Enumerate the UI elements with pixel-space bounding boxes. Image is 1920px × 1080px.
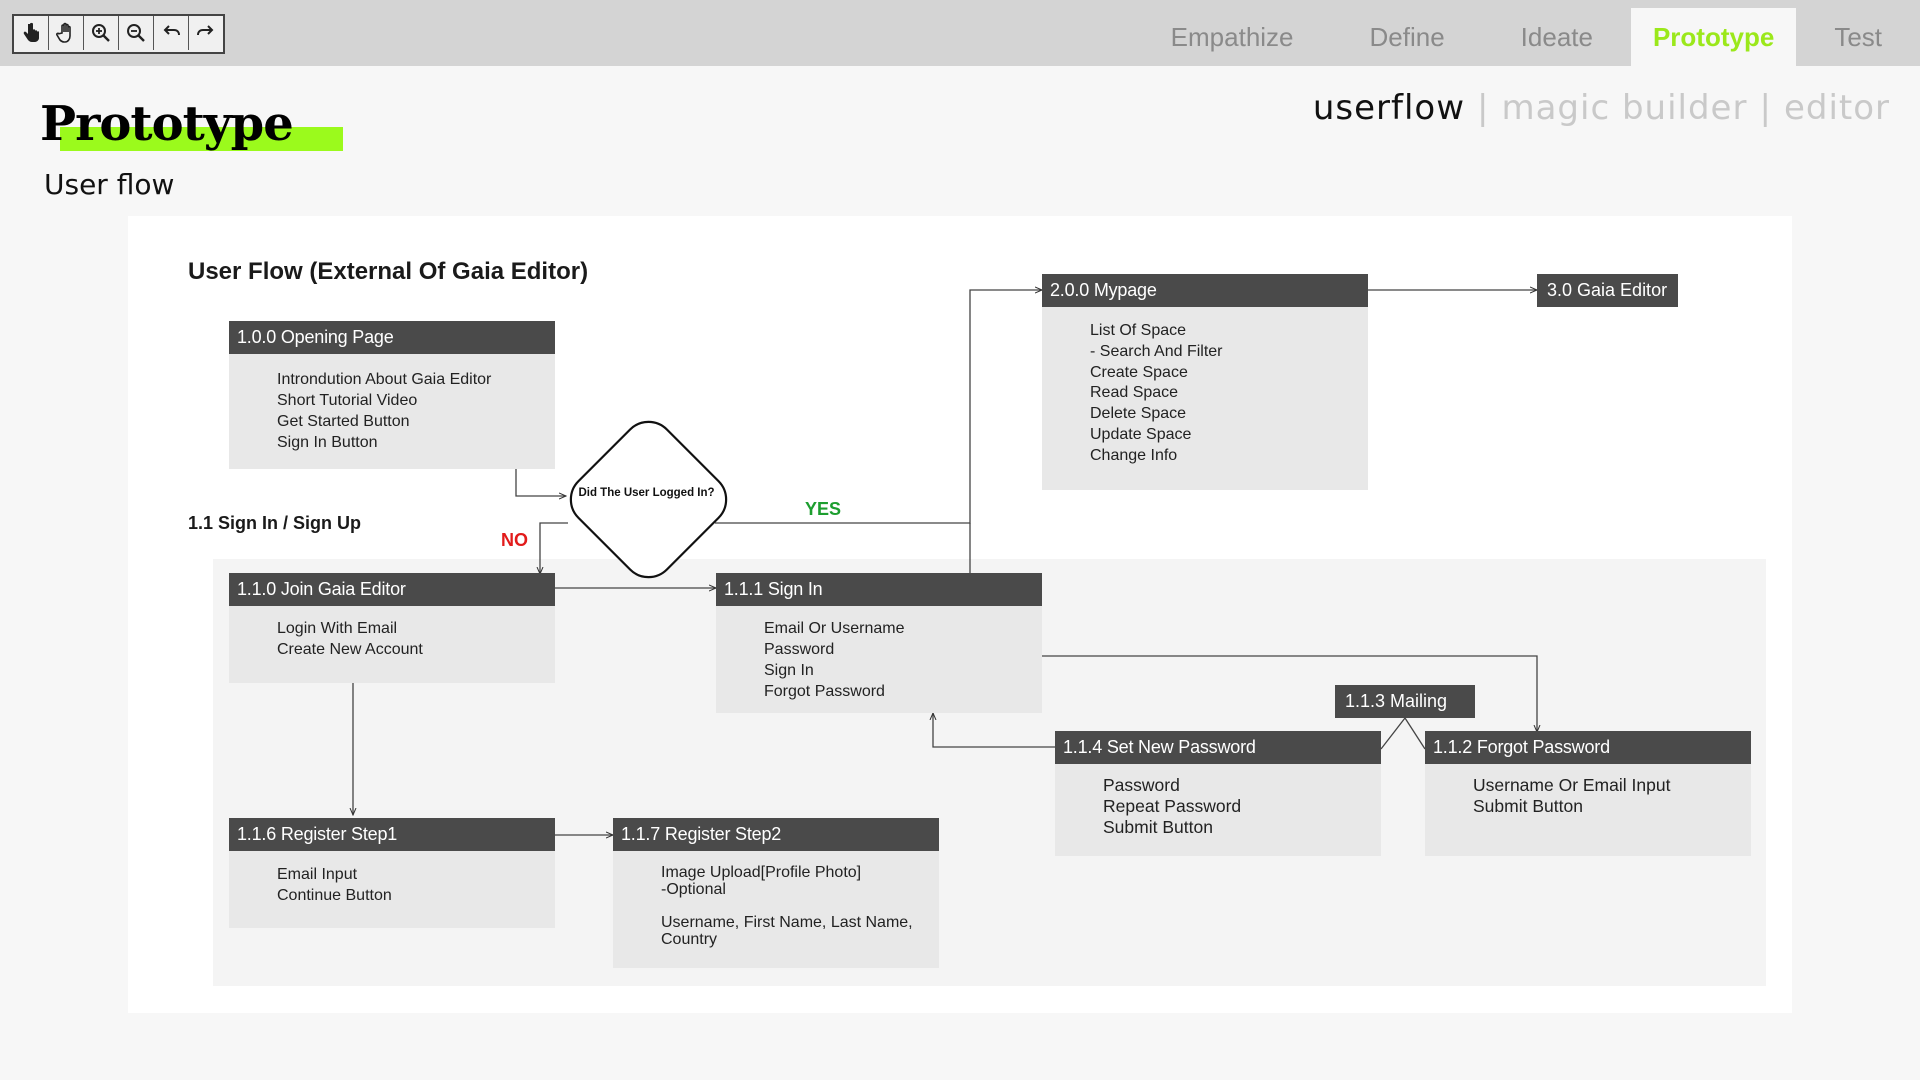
subnav-userflow[interactable]: userflow: [1312, 88, 1465, 128]
box-title: 1.1.0 Join Gaia Editor: [229, 573, 555, 606]
yes-label: YES: [805, 499, 842, 519]
box-item: Create New Account: [277, 641, 423, 658]
box-body: Username Or Email Input Submit Button: [1425, 764, 1751, 817]
box-opening-page: 1.0.0 Opening Page Introndution About Ga…: [229, 321, 555, 469]
toolbar: [12, 14, 225, 54]
box-item: Username, First Name, Last Name,: [661, 914, 913, 931]
undo-icon[interactable]: [154, 16, 189, 50]
box-item: Country: [661, 931, 718, 948]
box-item: - Search And Filter: [1090, 342, 1223, 360]
box-item: Create Space: [1090, 363, 1188, 381]
box-item: Login With Email: [277, 620, 398, 637]
box-item: List Of Space: [1090, 322, 1187, 339]
tab-empathize[interactable]: Empathize: [1170, 21, 1294, 52]
box-title: 1.1.1 Sign In: [716, 573, 1042, 606]
box-set-new-password: 1.1.4 Set New Password Password Repeat P…: [1055, 731, 1381, 856]
box-item: Get Started Button: [277, 413, 410, 430]
box-mailing: 1.1.3 Mailing: [1335, 685, 1475, 718]
box-item: Username Or Email Input: [1473, 775, 1671, 795]
box-join-gaia-editor: 1.1.0 Join Gaia Editor Login With Email …: [229, 573, 555, 683]
box-item: Forgot Password: [764, 683, 885, 700]
box-body: Introndution About Gaia Editor Short Tut…: [229, 354, 555, 453]
box-body: Login With Email Create New Account: [229, 606, 555, 660]
box-item: Password: [764, 641, 835, 658]
tab-ideate[interactable]: Ideate: [1520, 21, 1593, 52]
redo-icon[interactable]: [189, 16, 223, 50]
box-body: Email Or Username Password Sign In Forgo…: [716, 606, 1042, 702]
box-body: List Of Space - Search And Filter Create…: [1042, 307, 1368, 467]
pointer-hand-icon[interactable]: [14, 16, 49, 50]
section-label: 1.1 Sign In / Sign Up: [188, 513, 362, 533]
pan-hand-icon[interactable]: [49, 16, 84, 50]
zoom-in-icon[interactable]: [84, 16, 119, 50]
box-item: Sign In Button: [277, 434, 378, 451]
box-item: -Optional: [661, 881, 726, 898]
diagram-title: User Flow (External Of Gaia Editor): [188, 258, 589, 285]
decision-label: Did The User Logged In?: [578, 487, 715, 499]
box-title: 1.1.6 Register Step1: [229, 818, 555, 851]
box-gaia-editor: 3.0 Gaia Editor: [1537, 274, 1678, 307]
box-forgot-password: 1.1.2 Forgot Password Username Or Email …: [1425, 731, 1751, 856]
box-item: Continue Button: [277, 887, 392, 904]
title-highlight: [60, 127, 343, 151]
box-title: 1.1.4 Set New Password: [1055, 731, 1381, 764]
page-title: Prototype: [40, 96, 294, 152]
box-item: Submit Button: [1103, 817, 1213, 837]
box-body: Image Upload[Profile Photo] -Optional Us…: [613, 851, 939, 948]
box-item: Email Input: [277, 866, 358, 883]
box-item: Delete Space: [1090, 405, 1187, 423]
subnav-separator: |: [1477, 88, 1490, 128]
box-mypage: 2.0.0 Mypage List Of Space - Search And …: [1042, 274, 1368, 490]
box-item: Image Upload[Profile Photo]: [661, 864, 862, 881]
no-label: NO: [501, 530, 528, 550]
box-title: 1.0.0 Opening Page: [229, 321, 555, 354]
box-item: Short Tutorial Video: [277, 392, 418, 409]
box-body: Email Input Continue Button: [229, 851, 555, 906]
box-item: Update Space: [1090, 425, 1192, 443]
top-bar: Empathize Define Ideate Prototype Test: [0, 0, 1920, 66]
box-title: 1.1.7 Register Step2: [613, 818, 939, 851]
tab-define[interactable]: Define: [1369, 21, 1445, 52]
box-item: Introndution About Gaia Editor: [277, 371, 492, 388]
subnav-editor[interactable]: editor: [1783, 88, 1890, 128]
box-item: Change Info: [1090, 446, 1178, 464]
box-item: Repeat Password: [1103, 796, 1242, 816]
tab-prototype[interactable]: Prototype: [1630, 8, 1797, 66]
box-register-step1: 1.1.6 Register Step1 Email Input Continu…: [229, 818, 555, 928]
box-sign-in: 1.1.1 Sign In Email Or Username Password…: [716, 573, 1042, 713]
box-item: Sign In: [764, 662, 814, 679]
box-body: Password Repeat Password Submit Button: [1055, 764, 1381, 838]
box-item: Email Or Username: [764, 620, 905, 637]
box-spacer: [661, 898, 939, 914]
subnav-separator: |: [1759, 88, 1772, 128]
box-register-step2: 1.1.7 Register Step2 Image Upload[Profil…: [613, 818, 939, 968]
page-title-block: Prototype: [40, 95, 343, 153]
subnav-magic-builder[interactable]: magic builder: [1501, 88, 1748, 128]
box-item: Password: [1103, 775, 1180, 795]
tab-test[interactable]: Test: [1834, 21, 1882, 52]
phase-tabs: Empathize Define Ideate Prototype Test: [1133, 8, 1920, 66]
zoom-out-icon[interactable]: [119, 16, 154, 50]
sub-navigation: userflow | magic builder | editor: [1313, 88, 1890, 128]
box-item: Submit Button: [1473, 796, 1583, 816]
page-subtitle: User flow: [44, 168, 175, 201]
box-title: 2.0.0 Mypage: [1042, 274, 1368, 307]
box-title: 1.1.2 Forgot Password: [1425, 731, 1751, 764]
box-item: Read Space: [1090, 384, 1179, 402]
